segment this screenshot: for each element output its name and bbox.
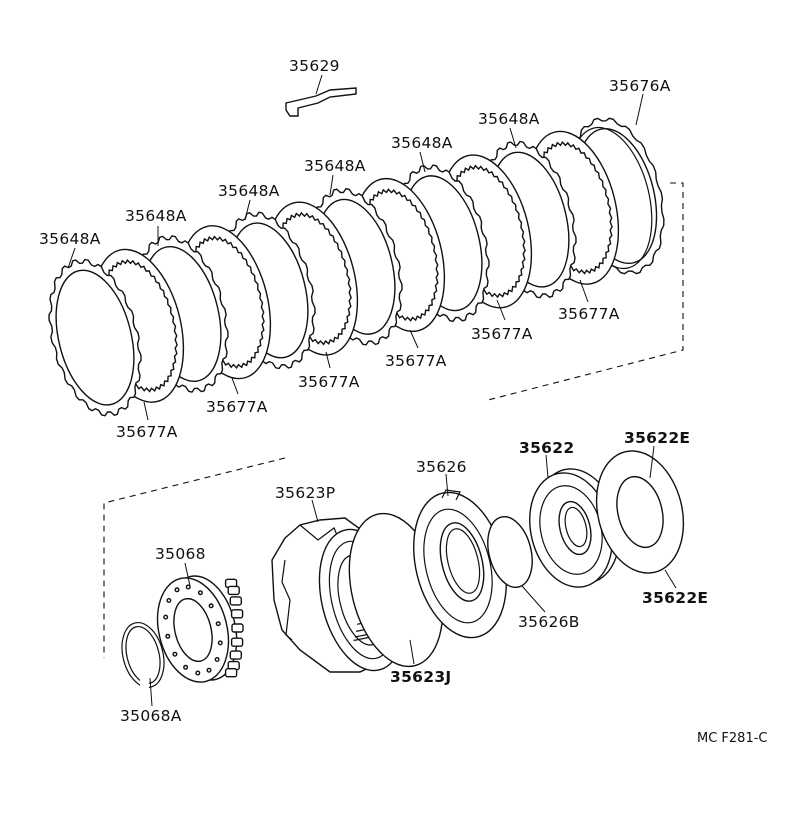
leader-lines [67, 74, 677, 707]
spring-retainer-35068 [156, 575, 244, 683]
label-35677A: 35677A [385, 352, 447, 370]
label-35648A: 35648A [304, 157, 366, 175]
seal-35622E [595, 450, 685, 574]
label-35648A: 35648A [39, 230, 101, 248]
label-35623P: 35623P [275, 484, 335, 502]
part-number-labels: 35629 35676A 35648A 35648A 35648A 35648A… [39, 57, 767, 746]
piston-35626 [413, 489, 507, 639]
label-35068A: 35068A [120, 707, 182, 725]
label-35677A: 35677A [298, 373, 360, 391]
label-35068: 35068 [155, 545, 206, 563]
figure-code: MC F281-C [697, 731, 767, 746]
label-35626: 35626 [416, 458, 467, 476]
label-35629: 35629 [289, 57, 340, 75]
label-35623J: 35623J [390, 668, 452, 686]
piston-35622 [529, 468, 620, 588]
label-35677A: 35677A [116, 423, 178, 441]
label-35677A: 35677A [558, 305, 620, 323]
assembly-boundary-lower [103, 457, 286, 658]
clutch-plate-35648A [48, 258, 142, 417]
snap-ring-35629 [285, 87, 357, 117]
o-ring-35626B [487, 516, 533, 588]
label-35677A: 35677A [206, 398, 268, 416]
label-35622E: 35622E [624, 429, 690, 447]
label-35648A: 35648A [218, 182, 280, 200]
label-35648A: 35648A [478, 110, 540, 128]
label-35676A: 35676A [609, 77, 671, 95]
label-35677A: 35677A [471, 325, 533, 343]
assembly-boundary-upper [487, 182, 684, 401]
clutch-plate-stack [48, 117, 665, 417]
label-35648A: 35648A [125, 207, 187, 225]
label-35626B: 35626B [518, 613, 580, 631]
label-35622: 35622 [519, 439, 574, 457]
label-35648A: 35648A [391, 134, 453, 152]
label-35622E: 35622E [642, 589, 708, 607]
